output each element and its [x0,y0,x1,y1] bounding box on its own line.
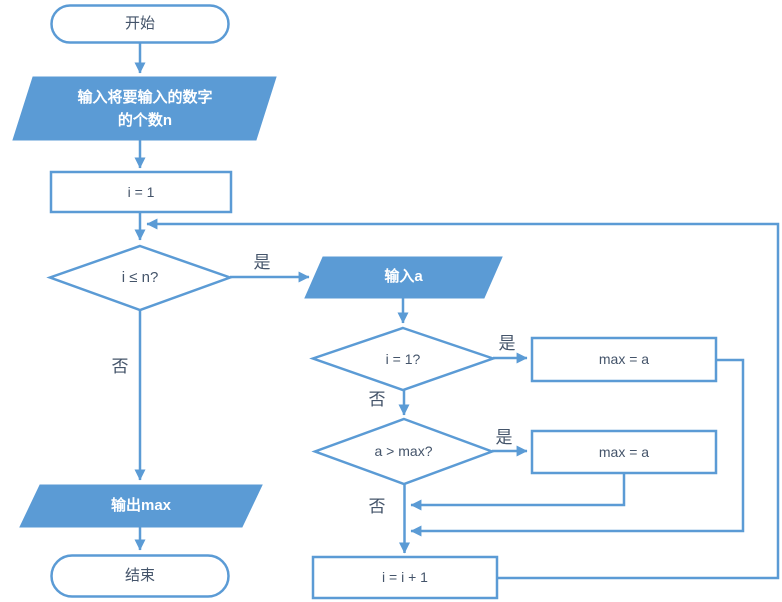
increment-process-shape [311,555,499,600]
cond-loop-decision-shape [46,244,234,312]
output-max-parallelogram-shape [19,484,263,528]
init-i-process-shape [49,170,233,214]
edge-set-max-update-merge [410,473,626,511]
input-a-parallelogram-shape [304,256,503,299]
edge-set-max-first-merge [410,358,745,537]
start-terminator-shape [50,4,230,44]
set-max-update-process-shape [530,429,718,475]
set-max-first-process-shape [530,336,718,383]
cond-first-decision-shape [309,326,497,392]
cond-greater-decision-shape [311,417,496,486]
input-n-parallelogram-shape [12,76,277,141]
end-terminator-shape [50,554,230,598]
edge-increment-loopback [146,218,780,580]
